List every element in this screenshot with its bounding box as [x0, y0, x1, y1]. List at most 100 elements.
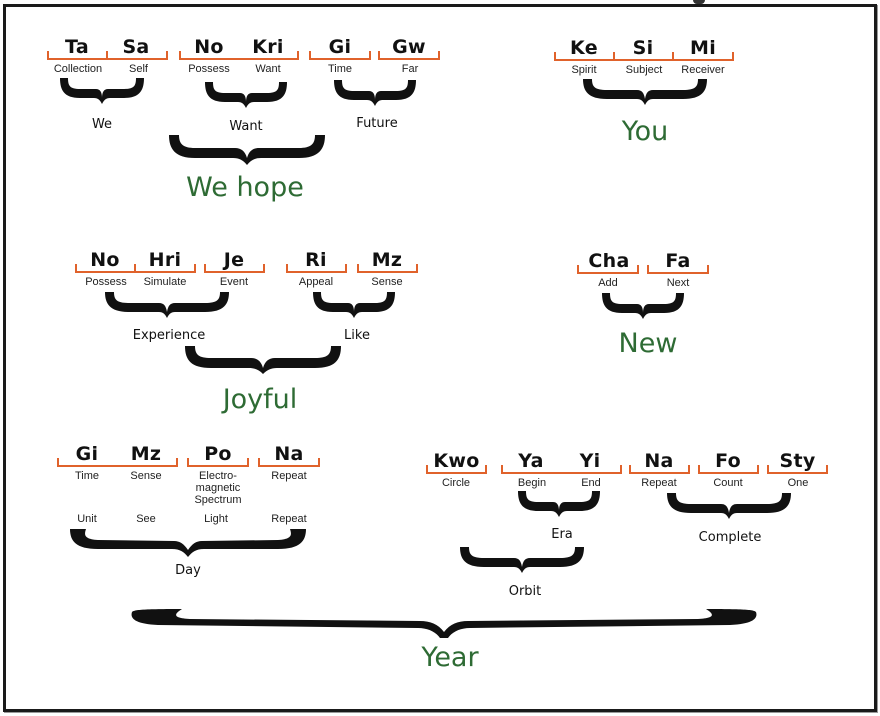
gloss-circle: Circle [441, 477, 471, 489]
syllable-ke: Ke [570, 37, 598, 59]
gloss-time: Time [74, 470, 100, 482]
brace-icon [185, 346, 341, 374]
syllable-na: Na [644, 450, 674, 472]
brace-icon [334, 80, 416, 106]
syllable-mz: Mz [371, 249, 403, 271]
brace-icon [313, 292, 395, 318]
bracket-na [629, 465, 690, 474]
gloss-spirit: Spirit [571, 64, 597, 76]
bracket-tick [613, 52, 615, 61]
gloss-receiver: Receiver [681, 64, 725, 76]
bracket-kwo [426, 465, 487, 474]
brace-icon [70, 529, 306, 557]
gloss-add: Add [598, 277, 618, 289]
syllable-sa: Sa [122, 36, 150, 58]
gloss-simulate: Simulate [143, 276, 187, 288]
gloss-line: magnetic [195, 482, 241, 494]
meaning-era: Era [551, 527, 573, 542]
gloss-event: Event [219, 276, 249, 288]
syllable-fo: Fo [715, 450, 741, 472]
meaning-want: Want [229, 119, 263, 134]
bracket-tick [134, 264, 136, 273]
gloss-repeat: Repeat [641, 477, 677, 489]
bracket-tick [106, 51, 108, 60]
syllable-no: No [90, 249, 120, 271]
bracket-gi [309, 51, 371, 60]
result-you: You [621, 116, 669, 147]
gloss-one: One [787, 477, 809, 489]
syllable-ri: Ri [305, 249, 327, 271]
brace-icon [169, 135, 325, 165]
syllable-je: Je [223, 249, 245, 271]
bracket-mz [357, 264, 418, 273]
meaning-unit: Unit [77, 513, 97, 525]
result-we-hope: We hope [186, 172, 304, 203]
syllable-hri: Hri [148, 249, 182, 271]
brace-icon [105, 292, 229, 318]
syllable-gw: Gw [392, 36, 426, 58]
result-new: New [618, 328, 678, 359]
gloss-line: Spectrum [194, 494, 242, 506]
gloss-want: Want [255, 63, 281, 75]
gloss-far: Far [401, 63, 419, 75]
gloss-sense: Sense [130, 470, 162, 482]
syllable-kri: Kri [252, 36, 284, 58]
bracket-fo [698, 465, 759, 474]
meaning-light: Light [204, 513, 228, 525]
meaning-repeat: Repeat [271, 513, 307, 525]
meaning-complete: Complete [698, 530, 762, 545]
gloss-collection: Collection [53, 63, 103, 75]
bracket-po [187, 458, 249, 467]
meaning-like: Like [344, 328, 370, 343]
gloss-next: Next [666, 277, 690, 289]
syllable-cha: Cha [588, 250, 630, 272]
syllable-sty: Sty [779, 450, 816, 472]
brace-icon [667, 493, 791, 519]
syllable-kwo: Kwo [433, 450, 480, 472]
gloss-possess: Possess [188, 63, 230, 75]
result-joyful: Joyful [222, 384, 298, 415]
diagram-frame [3, 4, 877, 712]
bracket-cha [577, 265, 639, 274]
meaning-experience: Experience [132, 328, 206, 343]
meaning-day: Day [175, 563, 201, 578]
bracket-gw [378, 51, 440, 60]
bracket-tick [672, 52, 674, 61]
cropped-top-glyph [693, 0, 705, 4]
syllable-ya: Ya [518, 450, 544, 472]
gloss-time: Time [327, 63, 353, 75]
bracket-ya-yi [501, 465, 622, 474]
gloss-end: End [581, 477, 601, 489]
gloss-count: Count [713, 477, 743, 489]
brace-icon [583, 79, 707, 105]
bracket-no-kri [179, 51, 299, 60]
syllable-po: Po [204, 443, 232, 465]
bracket-ri [286, 264, 347, 273]
bracket-ke-si-mi [554, 52, 734, 61]
meaning-future: Future [356, 116, 398, 131]
bracket-na [258, 458, 320, 467]
syllable-na: Na [274, 443, 304, 465]
brace-icon [518, 491, 600, 517]
bracket-gi-mz [57, 458, 178, 467]
bracket-sty [767, 465, 828, 474]
syllable-yi: Yi [579, 450, 601, 472]
brace-icon [205, 82, 287, 108]
syllable-gi: Gi [328, 36, 352, 58]
gloss-possess: Possess [85, 276, 127, 288]
brace-icon [460, 547, 584, 573]
syllable-mi: Mi [689, 37, 717, 59]
syllable-gi: Gi [75, 443, 99, 465]
gloss-line: Electro- [199, 470, 237, 482]
gloss-electromagnetic-spectrum: Electro- magnetic Spectrum [187, 470, 249, 506]
syllable-no: No [194, 36, 224, 58]
brace-icon [131, 609, 757, 638]
syllable-ta: Ta [65, 36, 89, 58]
meaning-orbit: Orbit [508, 584, 542, 599]
gloss-appeal: Appeal [298, 276, 334, 288]
syllable-fa: Fa [665, 250, 691, 272]
gloss-sense: Sense [371, 276, 403, 288]
gloss-repeat: Repeat [271, 470, 307, 482]
result-year: Year [421, 642, 479, 673]
gloss-subject: Subject [625, 64, 663, 76]
